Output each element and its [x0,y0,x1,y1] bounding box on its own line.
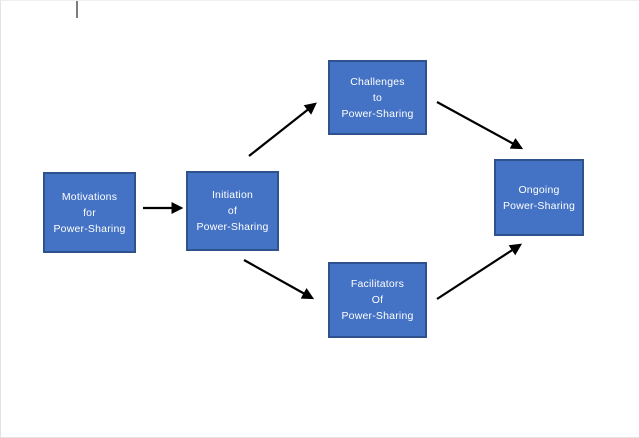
node-label-line: Challenges [350,75,405,88]
shape-ongoing[interactable]: Ongoing Power-Sharing [494,159,584,236]
node-label-line: for [83,206,96,219]
node-label-line: Power-Sharing [196,221,269,233]
node-label-line: to [372,91,383,104]
connector-challenges-to-ongoing[interactable] [436,101,524,150]
node-label-line: Power-Sharing [502,199,576,212]
node-label-line: Ongoing [518,183,560,196]
text-cursor [76,1,78,18]
node-label-line: Power-Sharing [53,222,126,235]
node-label-line: Power-Sharing [341,310,414,322]
connector-facilitators-to-ongoing[interactable] [436,243,523,300]
shape-challenges[interactable]: Challenges to Power-Sharing [328,60,427,135]
shape-facilitators[interactable]: Facilitators Of Power-Sharing [328,262,427,338]
node-label-line: Initiation [211,189,254,201]
shape-initiation[interactable]: Initiation of Power-Sharing [186,171,279,251]
node-label-line: Motivations [61,190,118,203]
node-label-line: Facilitators [350,278,405,290]
connector-initiation-to-challenges[interactable] [248,102,317,157]
node-label-line: Of [371,294,384,306]
connector-initiation-to-facilitators[interactable] [243,259,315,300]
node-label-line: of [227,205,238,217]
node-label-line: Power-Sharing [341,107,414,120]
shape-motivations[interactable]: Motivations for Power-Sharing [43,172,136,253]
